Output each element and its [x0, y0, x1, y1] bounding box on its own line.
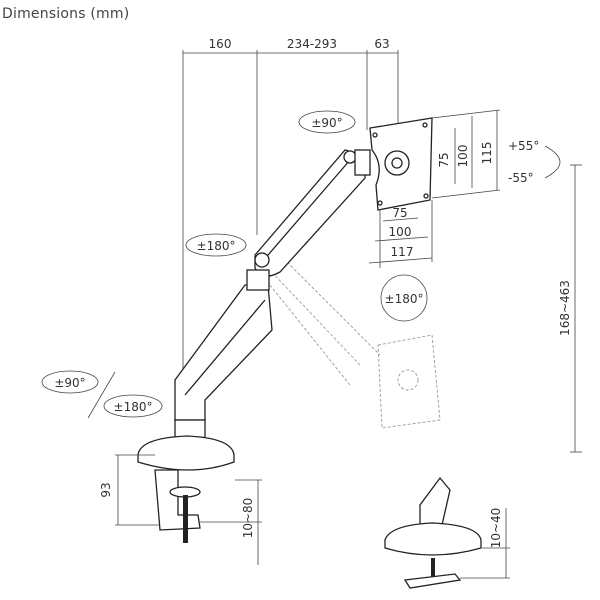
- vesa-v-100: 100: [456, 145, 470, 168]
- tilt-arrow-icon: [544, 145, 561, 179]
- base-swivel-1-label: ±90°: [54, 376, 85, 390]
- dim-160: 160: [209, 37, 232, 51]
- tilt-down-label: -55°: [508, 171, 534, 185]
- clamp-base: [137, 419, 235, 543]
- rotation-arrow-icon: [103, 394, 163, 418]
- rotation-arrow-icon: [298, 110, 356, 134]
- elbow-swivel-label: ±180°: [197, 239, 236, 253]
- screen-rotation-label: ±180°: [385, 292, 424, 306]
- monitor-arm: [174, 149, 371, 421]
- vesa-v-115: 115: [480, 142, 494, 165]
- tilt-up-label: +55°: [508, 139, 539, 153]
- top-dimension-lines: [182, 50, 399, 395]
- grommet-dims: [460, 508, 510, 579]
- height-range-label: 168~463: [558, 280, 572, 336]
- arm-ghost-position: [264, 254, 441, 429]
- vesa-vertical-dims: [431, 109, 501, 199]
- rotation-arrow-icon: [380, 274, 428, 322]
- vesa-v-75: 75: [437, 152, 451, 167]
- diagram-title: Dimensions (mm): [2, 6, 130, 22]
- grommet-thickness-label: 10~40: [489, 508, 503, 549]
- height-dimension: [570, 164, 582, 453]
- rotation-arrow-icon: [185, 233, 247, 257]
- clamp-height-label: 93: [99, 482, 113, 497]
- dim-234-293: 234-293: [287, 37, 337, 51]
- vesa-h-75: 75: [392, 206, 407, 220]
- rotation-arrow-icon: [41, 370, 99, 394]
- clamp-thickness-label: 10~80: [241, 498, 255, 539]
- head-swivel-label: ±90°: [311, 116, 342, 130]
- vesa-horizontal-dims: [368, 200, 433, 268]
- vesa-h-117: 117: [391, 245, 414, 259]
- divider: [87, 371, 116, 419]
- grommet-base: [384, 476, 482, 589]
- clamp-dims: [115, 454, 262, 565]
- vesa-h-100: 100: [389, 225, 412, 239]
- dim-63: 63: [374, 37, 389, 51]
- vesa-plate: [369, 117, 433, 211]
- base-swivel-2-label: ±180°: [114, 400, 153, 414]
